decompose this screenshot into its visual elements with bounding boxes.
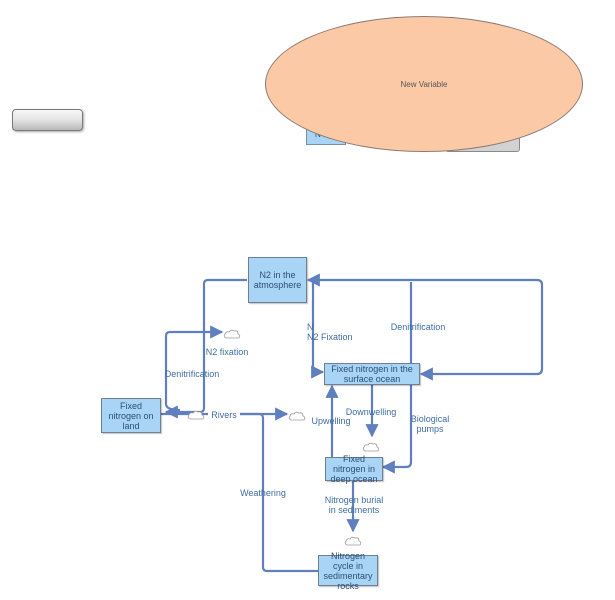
- stock-label: N2 in the atmosphere: [253, 270, 302, 290]
- stock-label: Fixed nitrogen on land: [108, 400, 154, 431]
- stock-fixed-nitrogen-surface-ocean[interactable]: Fixed nitrogen in the surface ocean: [324, 363, 420, 385]
- cloud-icon: [223, 329, 241, 339]
- flow-n2-fixation-land-to-cloud[interactable]: [164, 325, 224, 412]
- variable-new-variable[interactable]: New Variable: [265, 16, 583, 152]
- cloud-icon: [362, 442, 380, 452]
- stock-label: Fixed nitrogen in deep ocean: [330, 454, 378, 484]
- flow-biological-pumps[interactable]: [381, 282, 413, 474]
- variable-label: New Variable: [400, 79, 448, 89]
- flow-denitrification-ocean[interactable]: [306, 273, 544, 381]
- stock-nitrogen-sedimentary-rocks[interactable]: Nitrogen cycle in sedimentary rocks: [318, 551, 378, 591]
- flow-n2-fixation-ocean[interactable]: [311, 282, 325, 379]
- flow-label-rivers: Rivers: [208, 410, 240, 420]
- stock-fixed-nitrogen-deep-ocean[interactable]: Fixed nitrogen in deep ocean: [325, 454, 383, 484]
- flow-label-n2-fixation-land: N2 fixation: [205, 347, 249, 357]
- flow-label-weathering: Weathering: [240, 488, 286, 498]
- stock-label: Nitrogen cycle in sedimentary rocks: [323, 550, 373, 591]
- flow-label-denitrification-ocean: Denitrification: [390, 322, 446, 332]
- flow-label-downwelling: Downwelling: [345, 407, 397, 417]
- widget-button[interactable]: [12, 109, 83, 131]
- flow-label-biological-pumps: Biological pumps: [410, 414, 450, 434]
- stock-label: Fixed nitrogen in the surface ocean: [331, 364, 413, 384]
- cloud-icon: [344, 536, 362, 546]
- stock-fixed-nitrogen-land[interactable]: Fixed nitrogen on land: [101, 398, 161, 433]
- cloud-icon: [288, 411, 306, 421]
- flow-label-denitrification-land: Denitrification: [164, 369, 220, 379]
- cloud-icon: [187, 410, 205, 420]
- flow-n2-fixation-land[interactable]: [164, 278, 247, 419]
- flow-label-upwelling: Upwelling: [311, 416, 351, 426]
- flow-weathering[interactable]: [240, 412, 318, 573]
- stock-n2-atmosphere[interactable]: N2 in the atmosphere: [248, 257, 307, 303]
- flow-label-nitrogen-burial: Nitrogen burial in sediments: [324, 495, 384, 515]
- flow-label-n2-fixation-ocean: N N2 Fixation: [307, 322, 353, 342]
